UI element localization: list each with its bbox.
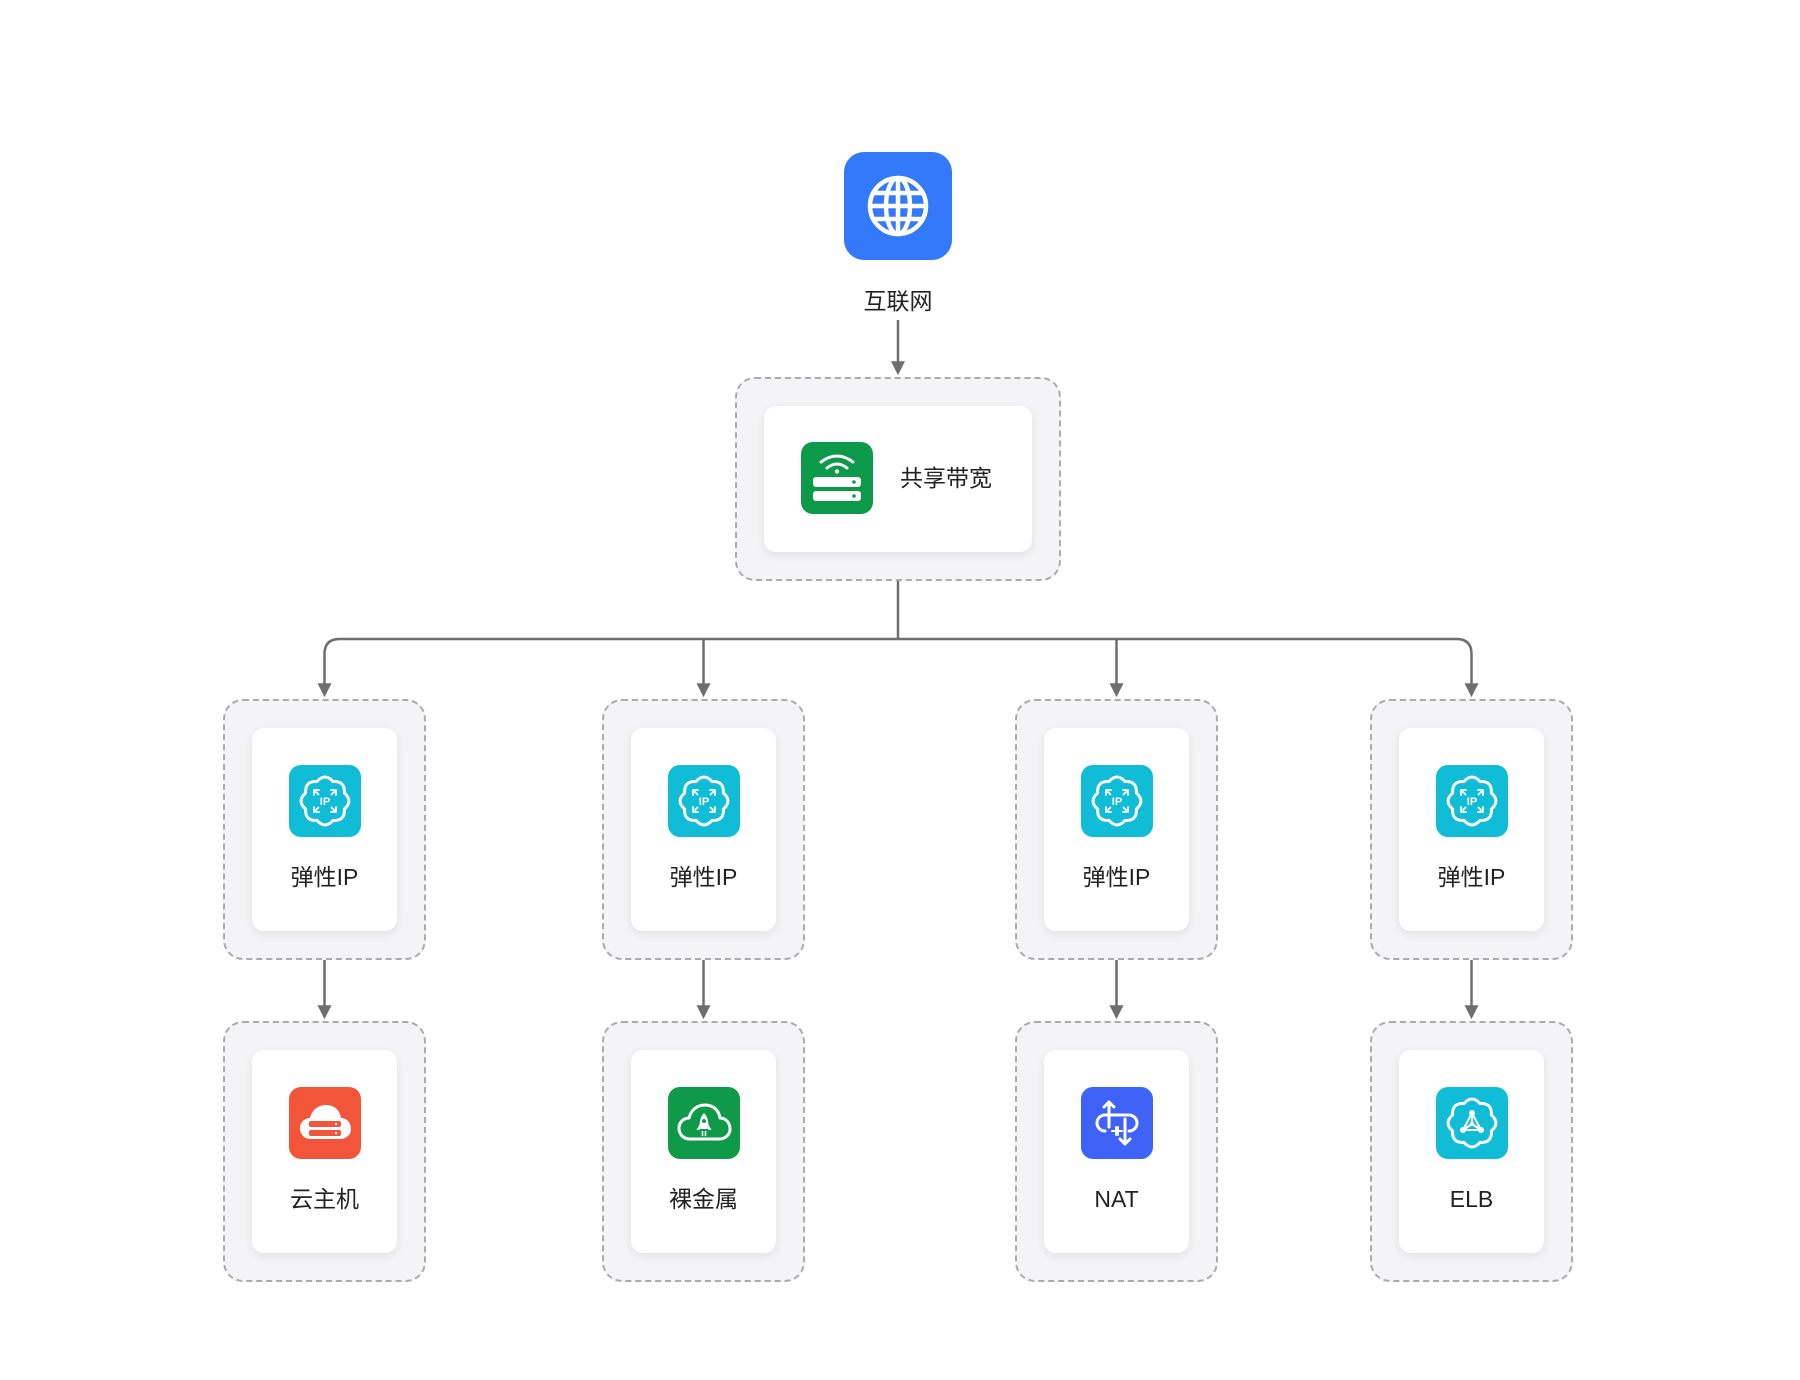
nat-icon-graphic xyxy=(1095,1100,1138,1146)
shared-bandwidth-panel: 共享带宽 xyxy=(735,377,1061,581)
bandwidth-icon xyxy=(801,442,873,514)
eip-label: 弹性IP xyxy=(1082,864,1151,890)
cloud-server-label: 云主机 xyxy=(290,1186,359,1212)
eip-panel-4: IP 弹性IP xyxy=(1370,699,1573,960)
arrow-bandwidth-to-eip-1 xyxy=(317,637,898,698)
eip-node: IP 弹性IP xyxy=(1044,728,1189,931)
cloud-server-icon-graphic xyxy=(299,1105,351,1139)
elb-node: ELB xyxy=(1399,1050,1544,1253)
eip-icon-graphic: IP xyxy=(299,775,350,827)
elb-panel: ELB xyxy=(1370,1021,1573,1282)
eip-icon-text: IP xyxy=(319,796,329,808)
bare-metal-node: 裸金属 xyxy=(631,1050,776,1253)
eip-label: 弹性IP xyxy=(1437,864,1506,890)
eip-label: 弹性IP xyxy=(669,864,738,890)
bare-metal-panel: 裸金属 xyxy=(602,1021,805,1282)
bare-metal-icon-graphic xyxy=(677,1103,731,1141)
eip-node: IP 弹性IP xyxy=(1399,728,1544,931)
eip-panel-2: IP 弹性IP xyxy=(602,699,805,960)
eip-panel-3: IP 弹性IP xyxy=(1015,699,1218,960)
bandwidth-icon-graphic xyxy=(813,454,861,501)
eip-icon-text: IP xyxy=(1466,796,1476,808)
eip-icon-graphic: IP xyxy=(1446,775,1497,827)
eip-icon: IP xyxy=(1080,765,1153,837)
bare-metal-label: 裸金属 xyxy=(669,1186,738,1212)
eip-node: IP 弹性IP xyxy=(631,728,776,931)
eip-node: IP 弹性IP xyxy=(252,728,397,931)
eip-label: 弹性IP xyxy=(290,864,359,890)
eip-icon: IP xyxy=(667,765,740,837)
shared-bandwidth-node: 共享带宽 xyxy=(764,406,1032,552)
cloud-server-panel: 云主机 xyxy=(223,1021,426,1282)
nat-label: NAT xyxy=(1094,1186,1139,1212)
globe-icon-graphic xyxy=(867,175,929,237)
eip-icon: IP xyxy=(1435,765,1508,837)
shared-bandwidth-label: 共享带宽 xyxy=(900,465,992,491)
globe-icon xyxy=(844,152,952,260)
arrow-bandwidth-to-eip-4 xyxy=(898,637,1479,698)
internet-label: 互联网 xyxy=(863,288,933,314)
eip-icon: IP xyxy=(288,765,361,837)
nat-panel: NAT xyxy=(1015,1021,1218,1282)
nat-icon xyxy=(1080,1087,1153,1159)
elb-label: ELB xyxy=(1449,1186,1494,1212)
bare-metal-icon xyxy=(667,1087,740,1159)
cloud-server-node: 云主机 xyxy=(252,1050,397,1253)
nat-node: NAT xyxy=(1044,1050,1189,1253)
eip-icon-text: IP xyxy=(1111,796,1121,808)
eip-panel-1: IP 弹性IP xyxy=(223,699,426,960)
eip-icon-graphic: IP xyxy=(678,775,729,827)
elb-icon xyxy=(1435,1087,1508,1159)
cloud-server-icon xyxy=(288,1087,361,1159)
elb-icon-graphic xyxy=(1446,1097,1497,1149)
eip-icon-text: IP xyxy=(698,796,708,808)
eip-icon-graphic: IP xyxy=(1091,775,1142,827)
